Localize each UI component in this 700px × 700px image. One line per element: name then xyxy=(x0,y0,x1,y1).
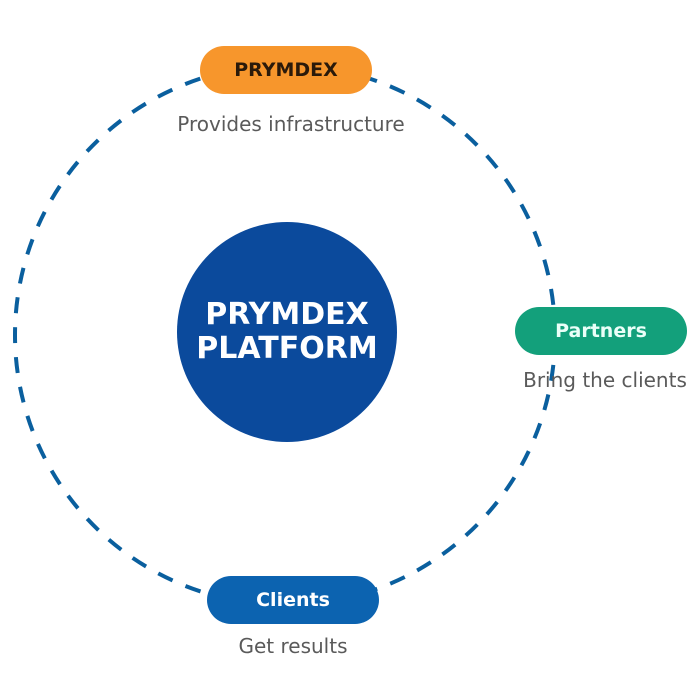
node-clients-description: Get results xyxy=(238,634,348,658)
node-clients: Clients xyxy=(207,576,379,624)
platform-center-circle: PRYMDEX PLATFORM xyxy=(177,222,397,442)
platform-title-line2: PLATFORM xyxy=(196,331,378,366)
node-partners-label: Partners xyxy=(555,320,647,342)
node-prymdex: PRYMDEX xyxy=(200,46,372,94)
node-prymdex-description: Provides infrastructure xyxy=(177,112,405,136)
node-partners-description: Bring the clients xyxy=(523,368,687,392)
node-partners: Partners xyxy=(515,307,687,355)
platform-title-line1: PRYMDEX xyxy=(205,297,369,332)
node-prymdex-label: PRYMDEX xyxy=(234,59,338,81)
node-clients-label: Clients xyxy=(256,589,330,611)
